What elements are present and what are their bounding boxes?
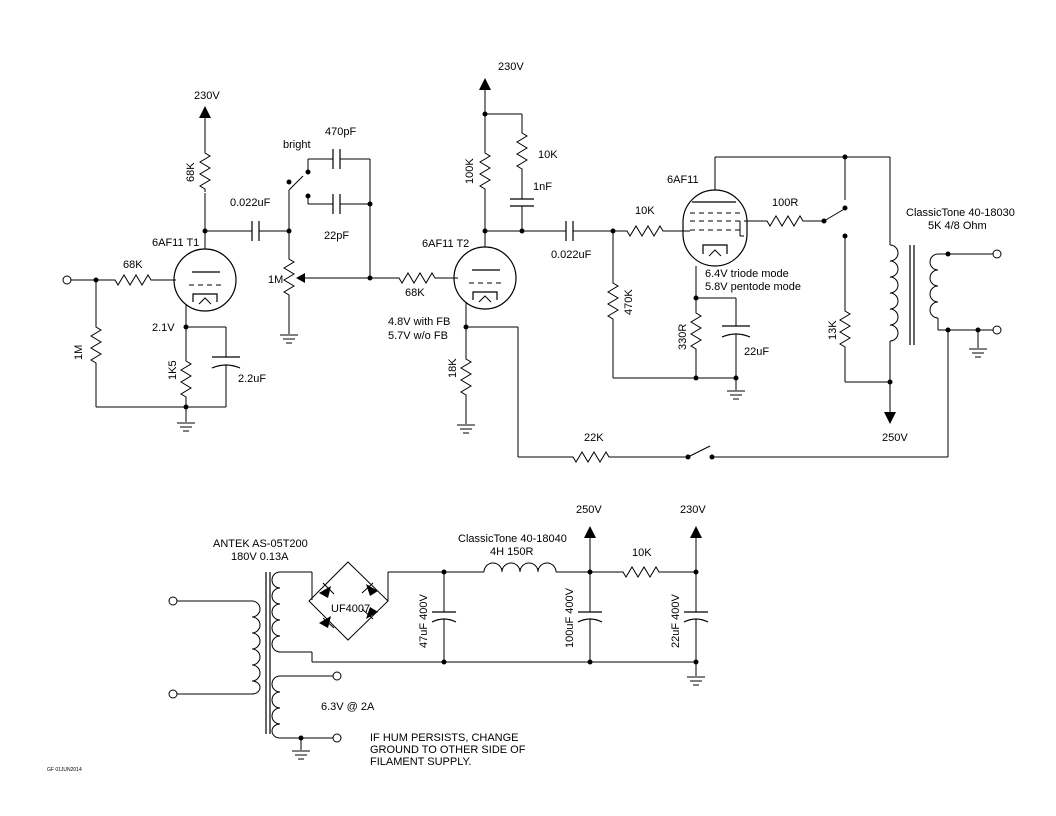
cathode-resistor-t2-label: 18K [447, 358, 459, 378]
ground-t3 [726, 390, 746, 400]
bridge-rectifier [308, 561, 389, 641]
mains-terminal-1[interactable] [168, 596, 178, 606]
screen-resistor-label: 100R [772, 197, 798, 209]
input-jack[interactable] [62, 275, 72, 285]
filter-cap-1-label: 47uF 400V [418, 594, 430, 648]
feedback-resistor [569, 451, 613, 463]
cathode-resistor-t3 [690, 309, 702, 353]
ground-t1 [176, 422, 196, 432]
note-line-2: GROUND TO OTHER SIDE OF [370, 744, 526, 756]
supply-arrow-250v-return [884, 412, 896, 424]
heater-terminal-2[interactable] [332, 733, 342, 743]
tube-t2-label: 6AF11 T2 [422, 238, 469, 250]
grid-stopper-t3-label: 10K [635, 205, 655, 217]
cap-22pf-label: 22pF [324, 230, 349, 242]
grid-leak-t3-label: 470K [623, 289, 635, 315]
tube-t1-label: 6AF11 T1 [152, 237, 199, 249]
mains-terminal-2[interactable] [168, 689, 178, 699]
cathode-resistor-t1-label: 1K5 [167, 360, 179, 380]
bright-cap-label: 470pF [325, 126, 356, 138]
coupling-cap-t1-label: 0.022uF [230, 197, 271, 209]
power-supply: ANTEK AS-05T200 180V 0.13A UF4007 [168, 504, 709, 760]
stage2: 6AF11 T2 230V 100K 10K 1nF 0.022uF 4.8V … [388, 61, 949, 463]
filter-cap-2-label: 100uF 400V [564, 587, 576, 648]
plate-resistor-t1-label: 68K [185, 162, 197, 182]
filter-resistor-label: 10K [632, 547, 652, 559]
speaker-terminal-ground[interactable] [992, 325, 1002, 335]
power-transformer-name: ANTEK AS-05T200 [213, 538, 308, 550]
supply-arrow-230v-t1 [199, 106, 211, 118]
choke-spec: 4H 150R [490, 546, 533, 558]
supply-label-250v-return: 250V [882, 432, 908, 444]
cathode-voltage-t2-fb: 4.8V with FB [388, 316, 450, 328]
plate-resistor-t2 [479, 149, 491, 193]
plate-resistor-t2-label: 100K [464, 158, 476, 184]
tube-t2 [453, 246, 517, 310]
ground-pot [279, 334, 299, 344]
tube-t3 [682, 189, 748, 267]
ground-output [968, 348, 988, 358]
screen-resistor [763, 215, 807, 227]
tube-t1 [173, 248, 237, 312]
cathode-cap-t3-label: 22uF [744, 346, 769, 358]
cathode-voltage-t2-nofb: 5.7V w/o FB [388, 330, 448, 342]
decoupling-cap-label: 1nF [533, 181, 552, 193]
output-stage: 10K 470K 6AF11 6.4V triode mode 5.8V pen… [607, 154, 1015, 444]
heater-terminal-1[interactable] [332, 671, 342, 681]
filter-cap-3-label: 22uF 400V [670, 594, 682, 648]
supply-arrow-230v-psu [690, 526, 702, 538]
volume-pot[interactable] [283, 255, 295, 299]
input-resistor [90, 323, 102, 367]
output-transformer-name: ClassicTone 40-18030 [906, 207, 1015, 219]
grid-resistor-t1 [111, 274, 155, 286]
decoupling-resistor-label: 10K [538, 149, 558, 161]
supply-label-230v-psu: 230V [680, 504, 706, 516]
grid-leak-t3 [607, 279, 619, 323]
supply-label-230v-t1: 230V [194, 90, 220, 102]
ground-t2 [456, 424, 476, 434]
stage1: 68K 1M 6AF11 T1 230V 68K 0.022uF 2.1V [62, 90, 292, 432]
input-resistor-label: 1M [73, 345, 85, 360]
decoupling-resistor [516, 129, 528, 173]
power-transformer-spec: 180V 0.13A [231, 551, 289, 563]
supply-label-250v-psu: 250V [576, 504, 602, 516]
resistor-13k [839, 307, 851, 351]
supply-arrow-230v-t2 [479, 78, 491, 90]
volume-pot-label: 1M [268, 274, 283, 286]
filter-resistor [619, 566, 663, 578]
cathode-resistor-t3-label: 330R [677, 324, 689, 350]
grid-stopper-t3 [623, 225, 667, 237]
note-line-3: FILAMENT SUPPLY. [370, 756, 471, 768]
bright-switch-label: bright [283, 139, 311, 151]
output-transformer-spec: 5K 4/8 Ohm [928, 220, 987, 232]
feedback-resistor-label: 22K [584, 432, 604, 444]
supply-label-230v-t2: 230V [498, 61, 524, 73]
resistor-13k-label: 13K [827, 320, 839, 340]
cathode-voltage-t1: 2.1V [152, 322, 175, 334]
choke-name: ClassicTone 40-18040 [458, 533, 567, 545]
grid-resistor-t2 [395, 272, 439, 284]
bridge-label: UF4007 [331, 603, 370, 615]
heater-label: 6.3V @ 2A [321, 701, 375, 713]
plate-resistor-t1 [199, 149, 211, 193]
speaker-terminal-hot[interactable] [992, 249, 1002, 259]
tube-t3-label: 6AF11 [667, 174, 699, 186]
cathode-cap-t1-label: 2.2uF [238, 373, 266, 385]
ground-heater [291, 750, 311, 760]
cathode-resistor-t2 [460, 355, 472, 399]
grid-resistor-t2-label: 68K [405, 287, 425, 299]
tone-network: bright 470pF 22pF 1M 68K [268, 126, 458, 344]
grid-resistor-t1-label: 68K [123, 259, 143, 271]
supply-arrow-250v-psu [584, 526, 596, 538]
ground-psu [686, 676, 706, 686]
signature: GF 01JUN2014 [47, 767, 82, 773]
coupling-cap-t2-label: 0.022uF [551, 249, 592, 261]
output-voltage-triode: 6.4V triode mode [705, 268, 789, 280]
output-voltage-pentode: 5.8V pentode mode [705, 281, 801, 293]
cathode-resistor-t1 [180, 357, 192, 401]
note-line-1: IF HUM PERSISTS, CHANGE [370, 732, 519, 744]
